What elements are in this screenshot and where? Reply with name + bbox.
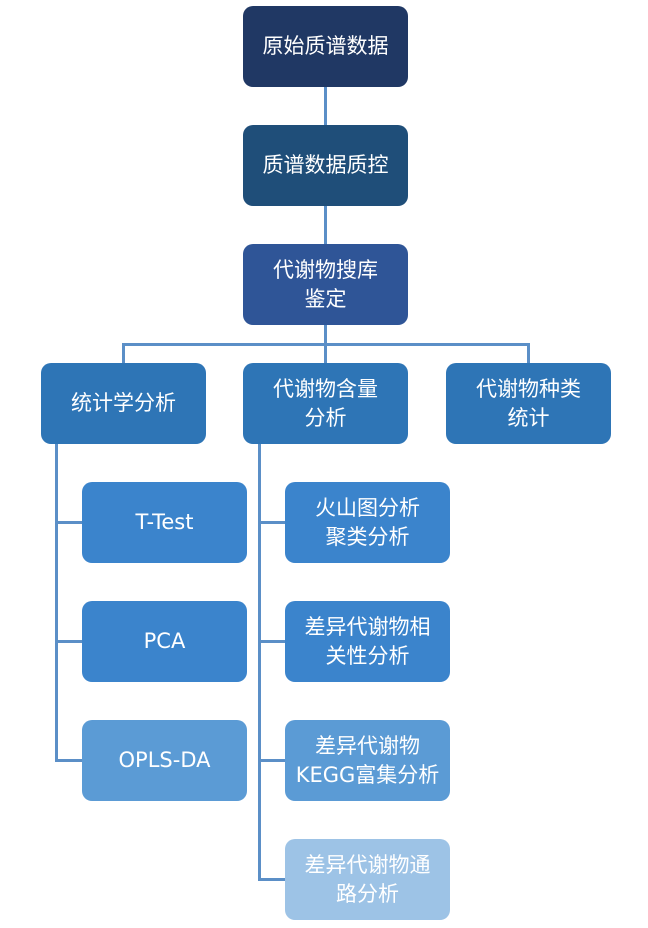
connector-to-oplsda: [55, 759, 82, 762]
connector-to-pathway: [258, 878, 285, 881]
node-identification: 代谢物搜库 鉴定: [243, 244, 408, 325]
node-kegg: 差异代谢物 KEGG富集分析: [285, 720, 450, 801]
connector-to-category-stats: [527, 343, 530, 363]
node-raw-data: 原始质谱数据: [243, 6, 408, 87]
node-pca: PCA: [82, 601, 247, 682]
connector-raw-to-qc: [324, 87, 327, 125]
connector-to-correlation: [258, 640, 285, 643]
connector-to-pca: [55, 640, 82, 643]
node-ttest: T-Test: [82, 482, 247, 563]
node-volcano-cluster: 火山图分析 聚类分析: [285, 482, 450, 563]
connector-to-statistics: [122, 343, 125, 363]
node-statistics: 统计学分析: [41, 363, 206, 444]
node-correlation: 差异代谢物相 关性分析: [285, 601, 450, 682]
node-pathway: 差异代谢物通 路分析: [285, 839, 450, 920]
connector-level3-bus: [122, 343, 530, 346]
connector-statistics-trunk: [55, 444, 58, 762]
node-content-analysis: 代谢物含量 分析: [243, 363, 408, 444]
connector-to-volcano: [258, 521, 285, 524]
node-oplsda: OPLS-DA: [82, 720, 247, 801]
node-qc: 质谱数据质控: [243, 125, 408, 206]
connector-to-kegg: [258, 759, 285, 762]
node-category-stats: 代谢物种类 统计: [446, 363, 611, 444]
connector-qc-to-identification: [324, 206, 327, 244]
connector-to-ttest: [55, 521, 82, 524]
connector-content-trunk: [258, 444, 261, 881]
